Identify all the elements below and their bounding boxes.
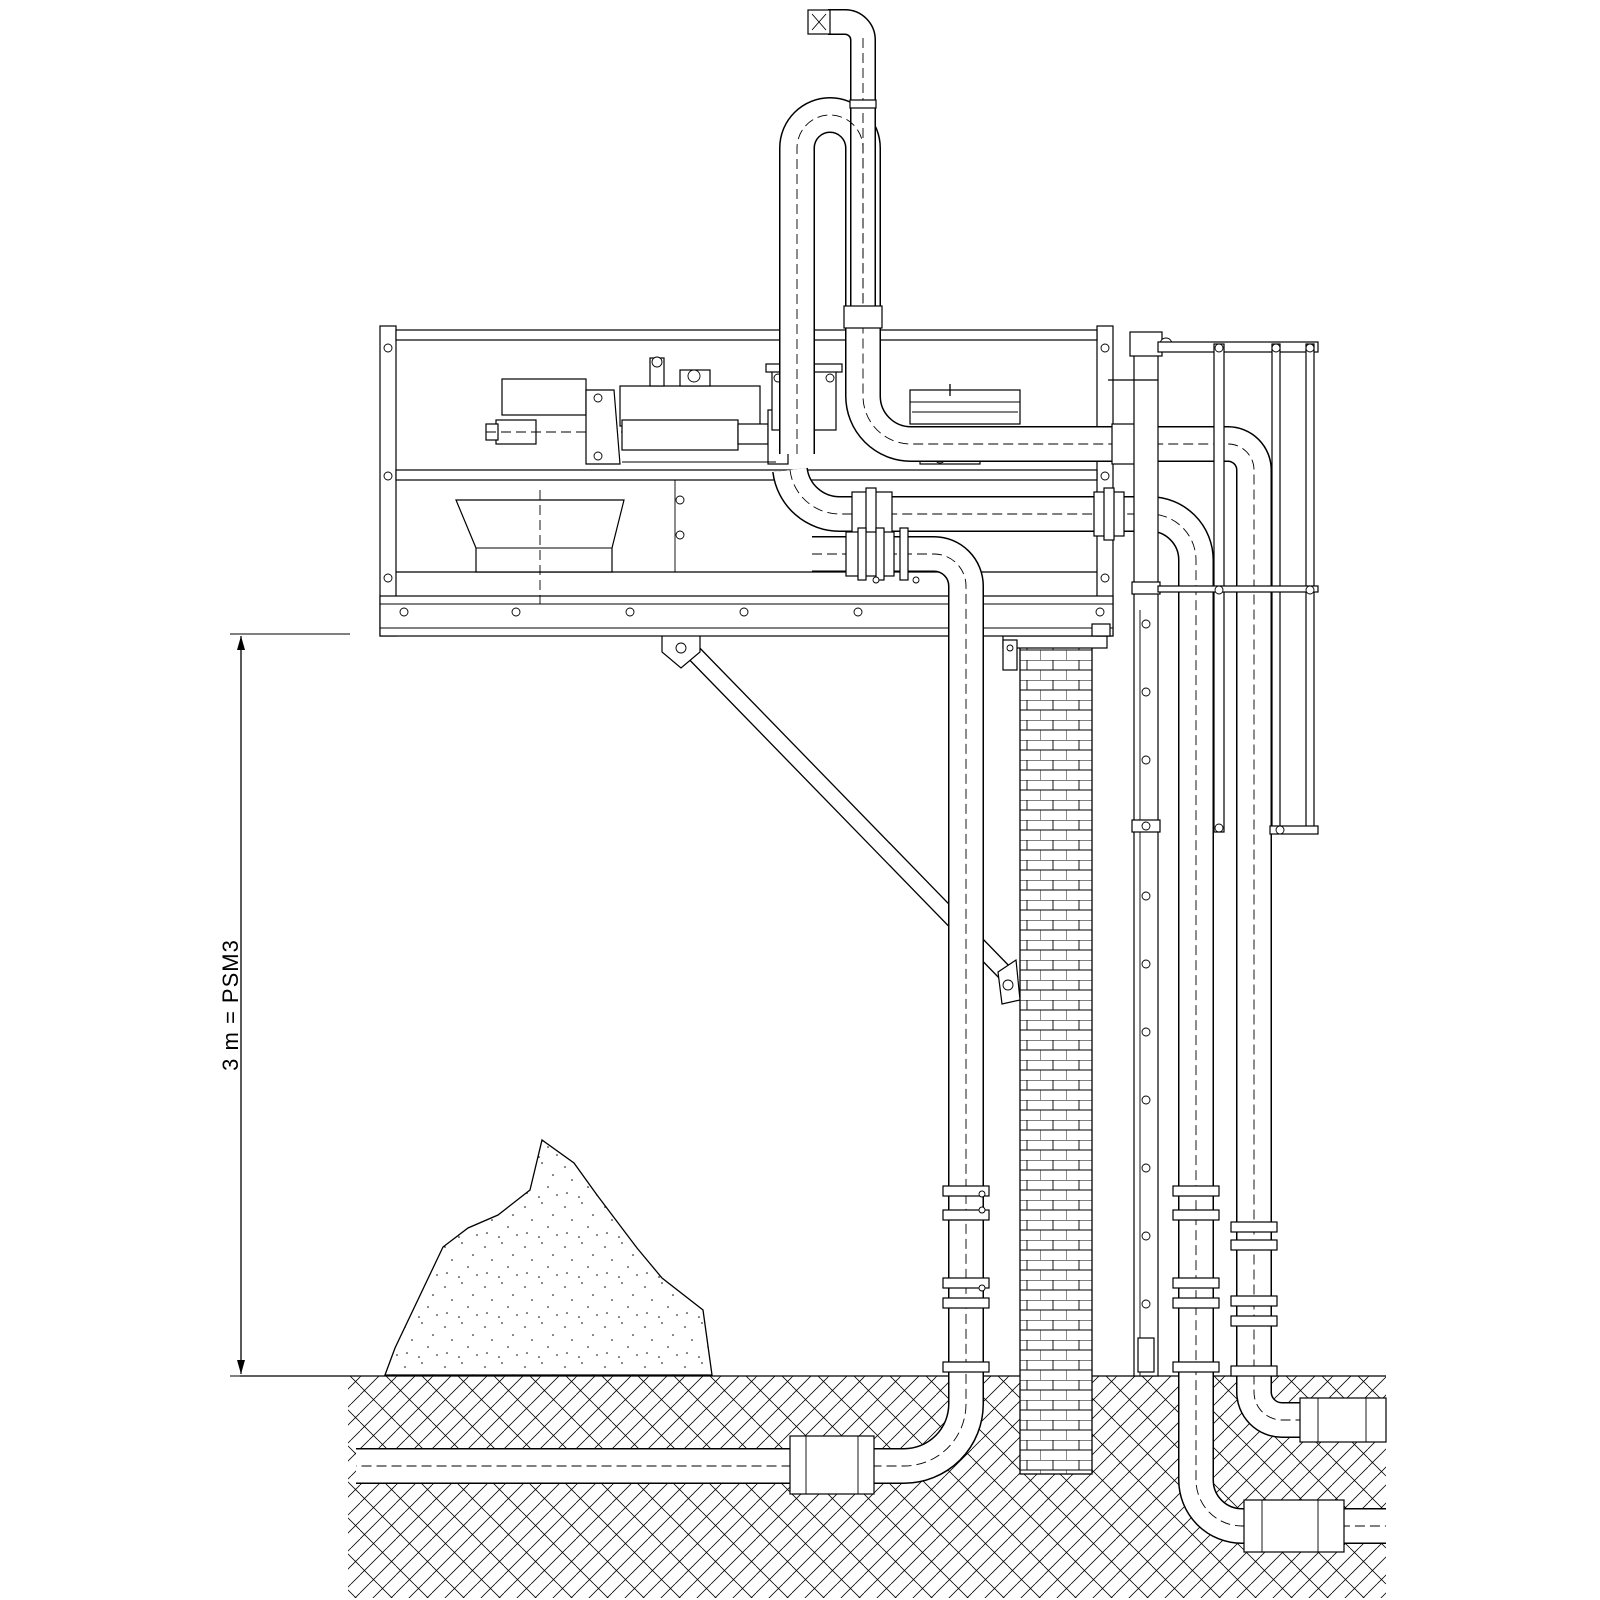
corner-bracket (1091, 623, 1111, 637)
drive-motor (501, 378, 587, 416)
top-rail (395, 329, 1098, 341)
frame-post-left (379, 325, 397, 637)
coupling-flange (585, 389, 621, 465)
dimension-arrow-top (237, 636, 245, 650)
height-dimension: 3 m = PSM3 (218, 633, 350, 1377)
gearbox (619, 385, 761, 427)
hopper (455, 490, 625, 604)
underground-coupling-right-a (1299, 1397, 1387, 1443)
dimension-arrow-bottom (237, 1360, 245, 1374)
pillar-cap (1002, 635, 1108, 649)
dimension-label: 3 m = PSM3 (218, 939, 243, 1071)
platform-frame (379, 325, 1114, 637)
support-post-column (1133, 337, 1159, 1377)
pipework (356, 9, 1386, 1544)
right-railing (1157, 341, 1319, 835)
brick-pillar (1019, 635, 1093, 1475)
underground-coupling-right-b (1243, 1499, 1345, 1553)
frame-post-right (1096, 325, 1114, 637)
material-heap (384, 1138, 713, 1376)
support-post (1108, 331, 1173, 1377)
middle-rail (395, 469, 1098, 481)
railing-top (1157, 341, 1319, 353)
pump-cylinder (621, 419, 739, 451)
underground-coupling-left (789, 1435, 875, 1495)
pipe-couplings (789, 9, 1387, 1553)
electric-motor (909, 389, 1021, 425)
base-beam (379, 595, 1114, 637)
